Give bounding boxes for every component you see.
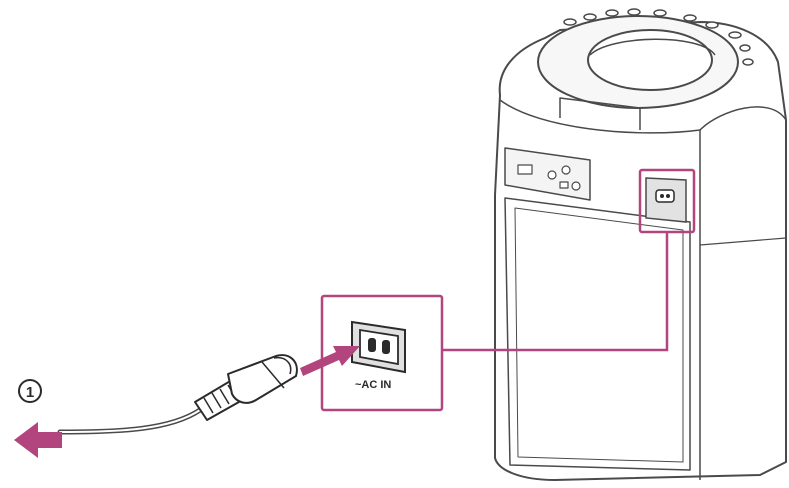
ac-in-port-zoom: ~AC IN	[320, 294, 444, 412]
outlet-arrow	[14, 422, 62, 458]
top-buttons	[563, 8, 754, 66]
speaker-top-inner	[587, 29, 713, 91]
rear-connector-panel	[504, 147, 591, 201]
callout-number-text: 1	[26, 384, 34, 401]
callout-connector-line	[442, 232, 669, 352]
callout-number: 1	[18, 379, 42, 403]
ac-in-label: ~AC IN	[355, 379, 391, 391]
power-cord	[57, 407, 203, 435]
speaker-ac-in-socket	[638, 168, 696, 234]
plug	[194, 354, 298, 421]
speaker-unit	[494, 8, 787, 481]
insert-arrow	[300, 346, 360, 376]
speaker-grille	[504, 197, 691, 471]
